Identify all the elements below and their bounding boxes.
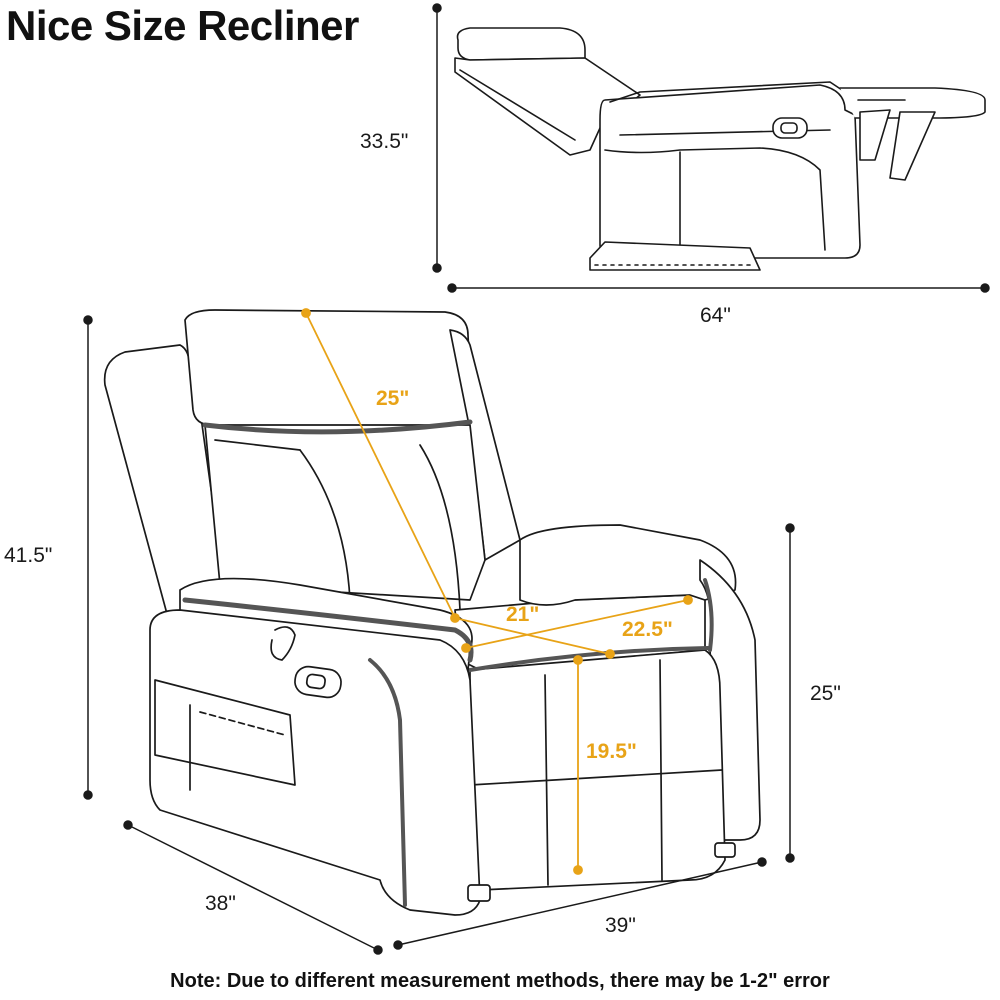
seat-width-label: 22.5" xyxy=(622,618,673,641)
reclined-length-label: 64" xyxy=(700,304,731,327)
seat-depth-label: 21" xyxy=(506,603,539,626)
backrest-height-label: 25" xyxy=(376,387,409,410)
diagram-title: Nice Size Recliner xyxy=(6,2,359,49)
measurement-note: Note: Due to different measurement metho… xyxy=(170,970,830,992)
seat-height-label: 19.5" xyxy=(586,740,637,763)
reclined-height-label: 33.5" xyxy=(360,130,408,153)
width-label: 39" xyxy=(605,914,636,937)
depth-label: 38" xyxy=(205,892,236,915)
front-recliner-illustration xyxy=(103,309,761,916)
outer-dimension-lines xyxy=(83,3,990,955)
seat-dimension-lines xyxy=(301,308,693,875)
total-height-label: 41.5" xyxy=(4,544,52,567)
reclined-recliner-illustration xyxy=(454,27,986,271)
arm-height-label: 25" xyxy=(810,682,841,705)
